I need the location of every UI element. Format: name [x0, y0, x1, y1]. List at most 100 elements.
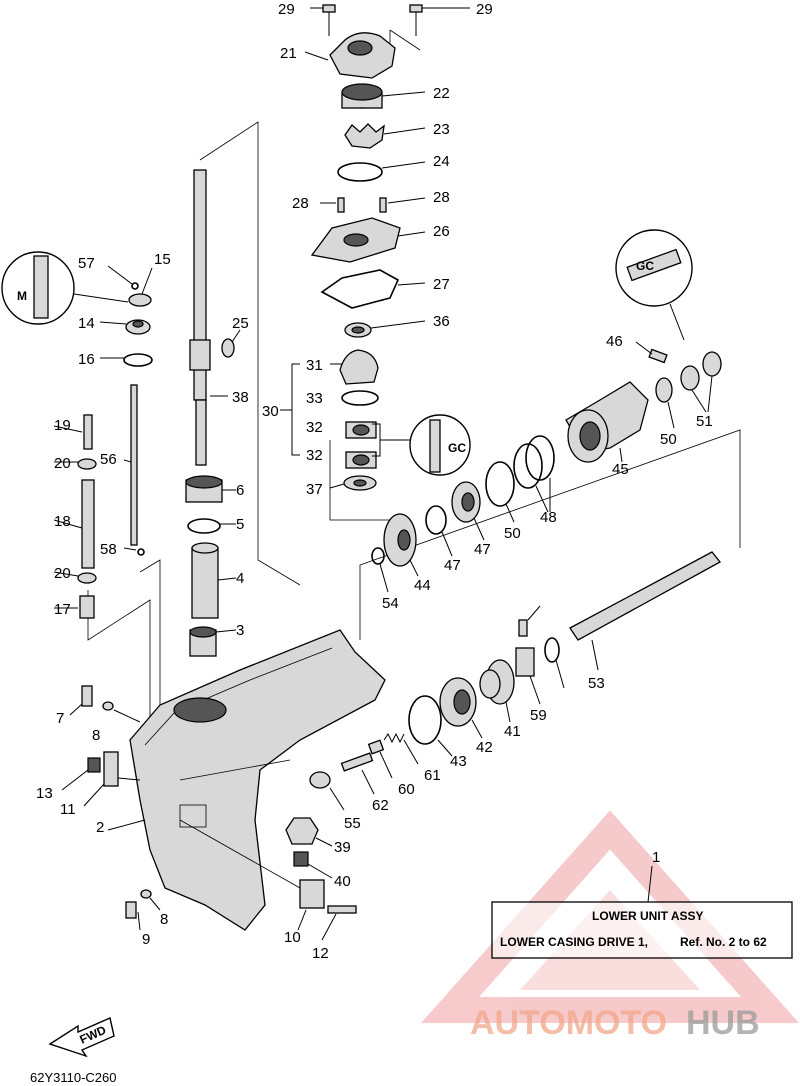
callout-21: 21: [280, 45, 297, 62]
callout-26: 26: [433, 223, 450, 240]
o-ring-53: [107, 265, 139, 290]
bushing-15: [128, 267, 153, 307]
bolt-9: [125, 901, 141, 931]
o-ring-33: [341, 390, 379, 406]
oil-seal-34: [344, 320, 426, 338]
callout-8-upper: 8: [92, 727, 100, 744]
callout-12: 12: [312, 945, 329, 962]
reverse-gear-42: [383, 513, 419, 577]
forward-gear-39: [479, 659, 515, 723]
callout-34: 36: [433, 313, 450, 330]
callout-39: 41: [504, 723, 521, 740]
inset-mark-gc-1: GC: [636, 259, 654, 273]
callout-55: 53: [588, 675, 605, 692]
drive-gear-bushing-51: [309, 771, 345, 811]
callout-42: 44: [414, 577, 431, 594]
outer-plate-26: [310, 217, 426, 263]
washer-8-lower: [140, 889, 161, 911]
anode-10: [179, 819, 325, 931]
o-ring-48: [485, 461, 515, 523]
bolt-44: [635, 341, 668, 364]
callout-46: 47: [444, 557, 461, 574]
inset-mark-m: M: [17, 289, 27, 303]
watermark-text-hub: HUB: [686, 1004, 760, 1042]
legend-box: LOWER UNIT ASSY LOWER CASING DRIVE 1, Re…: [491, 865, 793, 959]
bolt-29-right: [409, 4, 470, 36]
callout-52: 56: [100, 451, 117, 468]
pin-61: [518, 605, 541, 637]
watermark-text-automoto: AUTOMOTO: [470, 1004, 667, 1042]
inset-mark-gc-2: GC: [448, 441, 466, 455]
callout-19: 19: [54, 417, 71, 434]
pin-28-left: [320, 197, 345, 213]
needle-bearing-3: [189, 626, 237, 657]
callout-44: 46: [606, 333, 623, 350]
circlip-56: [371, 547, 389, 593]
impeller-23: [344, 123, 426, 149]
callout-32-lower: 32: [306, 447, 323, 464]
shim-41: [408, 695, 453, 757]
callout-57: 59: [530, 707, 547, 724]
callout-20-lower: 20: [54, 565, 71, 582]
clip-20-lower: [53, 571, 97, 584]
shim-46: [425, 505, 453, 557]
callout-30: 30: [262, 403, 279, 420]
callout-20-upper: 20: [54, 455, 71, 472]
spring-clip-62: [544, 637, 565, 689]
callout-22: 22: [433, 85, 450, 102]
callout-41: 43: [450, 753, 467, 770]
drawing-code: 62Y3110-C260: [30, 1070, 117, 1085]
callout-25: 25: [232, 315, 249, 332]
callout-31: 31: [306, 357, 323, 374]
sleeve-4: [191, 542, 237, 619]
callout-28-left: 28: [292, 195, 309, 212]
circlip-54: [123, 547, 145, 556]
washer-8-upper: [102, 701, 141, 723]
spring-59: [383, 732, 419, 765]
bearing-32-lower: [345, 451, 377, 469]
callout-28-right: 28: [433, 189, 450, 206]
callout-35: 37: [306, 481, 323, 498]
callout-27: 27: [433, 276, 450, 293]
watermark-text: AUTOMOTO HUB: [470, 1004, 760, 1042]
callout-17: 17: [54, 601, 71, 618]
clip-20-upper: [54, 458, 97, 470]
callout-50: 51: [696, 413, 713, 430]
callout-15: 15: [154, 251, 171, 268]
callout-9: 9: [142, 931, 150, 948]
callout-37: 39: [334, 839, 351, 856]
drive-shaft-36: [189, 169, 228, 466]
callout-49: 50: [660, 431, 677, 448]
callout-45: 47: [474, 541, 491, 558]
bolt-7: [69, 685, 93, 716]
callout-18: 18: [54, 513, 71, 530]
key-25: [221, 329, 241, 358]
callout-24: 24: [433, 153, 450, 170]
dog-clutch-57: [515, 647, 541, 705]
o-ring-16: [100, 353, 153, 367]
slider-58: [367, 739, 393, 779]
callout-40: 42: [476, 739, 493, 756]
callout-38: 40: [334, 873, 351, 890]
plate-11: [83, 751, 141, 807]
o-ring-47: [513, 435, 555, 513]
inset-m-grease: [1, 251, 129, 325]
hose-joint-19: [53, 414, 93, 450]
callout-labels: 29 29 21 22 23 24 28 28 26 27 36 57 15 1…: [36, 1, 713, 962]
callout-53: 57: [78, 255, 95, 272]
bearing-6: [185, 475, 236, 503]
bolt-12: [321, 905, 357, 941]
bracket-30: [280, 363, 412, 457]
legend-subtitle: LOWER CASING DRIVE 1,: [500, 935, 648, 949]
shift-plunger-60: [340, 752, 375, 795]
callout-29-right: 29: [476, 1, 493, 18]
nut-13: [61, 757, 101, 791]
bearing-40: [439, 677, 483, 739]
callout-4: 4: [236, 570, 244, 587]
callout-51: 55: [344, 815, 361, 832]
propeller-shaft-55: [569, 551, 721, 671]
insert-cartridge-22: [341, 83, 426, 109]
bearing-45: [451, 481, 485, 541]
callout-2: 2: [96, 819, 104, 836]
callout-54: 58: [100, 541, 117, 558]
